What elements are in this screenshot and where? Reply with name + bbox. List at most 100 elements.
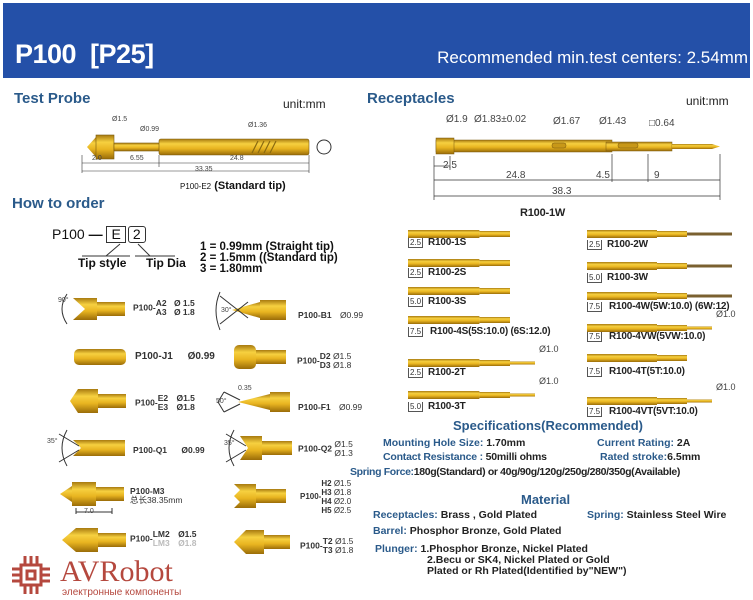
receptacle-item (408, 283, 520, 301)
tip-b-drawing (215, 291, 286, 331)
receptacle-drawing (408, 391, 535, 399)
receptacle-label: R100-2T (428, 367, 466, 378)
tip-f-note: 0.35 (238, 385, 252, 392)
receptacle-item (587, 350, 697, 368)
option-3: 3 = 1.80mm (200, 263, 263, 275)
tip-m3-drawing (60, 482, 124, 514)
tip-q1-angle: 35° (47, 438, 58, 445)
tip-style-box: E (106, 226, 126, 243)
receptacle-drawing (408, 230, 510, 238)
r100-1w-drawing (433, 137, 721, 200)
receptacle-label: R100-4W(5W:10.0) (6W:12) (609, 301, 730, 312)
test-probe-heading: Test Probe (14, 90, 91, 107)
receptacle-tip-dia: Ø1.0 (716, 309, 736, 319)
receptacle-drawing (587, 262, 732, 270)
receptacle-item (408, 255, 520, 273)
receptacle-label: R100-4S(5S:10.0) (6S:12.0) (430, 326, 551, 337)
receptacle-drawing (408, 259, 510, 267)
receptacle-item (587, 258, 742, 276)
tip-q1-label: P100-Q1 Ø0.99 (133, 445, 205, 455)
tip-j-drawing (74, 349, 126, 365)
receptacle-label: R100-4VT(5VT:10.0) (609, 406, 698, 417)
receptacle-drawing (587, 397, 712, 405)
tip-t-drawing (234, 530, 290, 554)
receptacle-drawing (587, 292, 732, 300)
tip-q1-drawing (58, 429, 125, 467)
receptacle-dim: 5.0 (408, 297, 424, 307)
receptacle-item (587, 320, 722, 338)
material-barrel: Barrel: Phosphor Bronze, Gold Plated (373, 525, 562, 537)
test-probe-drawing (81, 134, 332, 173)
order-connector-lines (82, 243, 175, 257)
order-prefix: P100 (52, 226, 85, 242)
caption-text: (Standard tip) (214, 180, 286, 192)
spec-current: Current Rating: 2A (597, 437, 691, 449)
receptacle-label: R100-2W (607, 239, 648, 250)
material-spring: Spring: Stainless Steel Wire (587, 509, 727, 521)
receptacle-item (587, 288, 742, 306)
receptacle-dim: 2.5 (408, 238, 424, 248)
material-heading: Material (521, 492, 571, 507)
specs-heading: Specifications(Recommended) (453, 418, 643, 433)
page-title: P100 [P25] (15, 39, 154, 69)
receptacle-tip-dia: Ø1.0 (539, 344, 559, 354)
dim-total-len: 33.35 (195, 166, 213, 173)
tip-f-label: P100-F1 Ø0.99 (298, 402, 363, 412)
receptacle-item (587, 393, 722, 411)
tip-d-drawing (234, 345, 286, 369)
test-probe-unit: unit:mm (283, 97, 326, 111)
receptacle-item (587, 226, 742, 244)
tip-e-drawing (70, 389, 126, 413)
receptacle-dim: 2.5 (408, 268, 424, 278)
rec-dim-d3: Ø1.67 (553, 116, 581, 127)
receptacle-item (408, 387, 545, 405)
caption-code: P100-E2 (180, 182, 212, 191)
receptacle-label: R100-2S (428, 267, 467, 278)
material-receptacles: Receptacles: Brass , Gold Plated (373, 509, 537, 521)
dim-barrel-dia: Ø1.36 (248, 122, 268, 129)
receptacle-dim: 7.5 (587, 407, 603, 417)
tip-dia-label: Tip Dia (146, 256, 186, 270)
receptacle-dim: 2.5 (408, 368, 424, 378)
option-2: 2 = 1.5mm ((Standard tip) (200, 252, 338, 264)
avrobot-chip-icon (12, 556, 50, 594)
receptacle-drawing (408, 287, 510, 295)
rec-dim-l1: 2.5 (443, 160, 457, 171)
tip-q2-angle: 35° (224, 440, 235, 447)
r100-1w-label: R100-1W (520, 207, 566, 219)
rec-dim-d5: □0.64 (649, 118, 675, 129)
tip-h-drawing (234, 484, 286, 508)
receptacle-item (408, 226, 520, 244)
rec-dim-d4: Ø1.43 (599, 116, 627, 127)
how-to-order-heading: How to order (12, 195, 105, 212)
probe-caption: P100-E2 (Standard tip) (180, 180, 286, 192)
option-1: 1 = 0.99mm (Straight tip) (200, 241, 334, 253)
rec-dim-l4: 9 (654, 170, 660, 181)
spec-spring-force: Spring Force:180g(Standard) or 40g/90g/1… (350, 466, 681, 478)
receptacle-dim: 7.5 (587, 332, 603, 342)
receptacle-drawing (408, 316, 510, 324)
tip-dia-box: 2 (127, 226, 146, 243)
tip-lm-drawing (62, 528, 126, 552)
rec-dim-l2: 24.8 (506, 170, 526, 181)
material-plunger: Plunger: 1.Phosphor Bronze, Nickel Plate… (375, 543, 627, 577)
rec-dim-d1: Ø1.9 (446, 114, 468, 125)
rec-dim-d2: Ø1.83±0.02 (474, 114, 527, 125)
tip-f-angle: 50° (216, 398, 227, 405)
tip-m3-length: 7.0 (84, 508, 94, 515)
receptacle-dim: 7.5 (408, 327, 424, 337)
dim-barrel-len: 24.8 (230, 155, 244, 162)
receptacle-drawing (587, 230, 732, 238)
receptacle-label: R100-4T(5T:10.0) (609, 366, 685, 377)
dim-tip-dia: Ø1.5 (112, 116, 128, 123)
header-subtitle: Recommended min.test centers: 2.54mm (437, 48, 748, 67)
receptacles-unit: unit:mm (686, 94, 729, 108)
receptacle-item (408, 312, 520, 330)
